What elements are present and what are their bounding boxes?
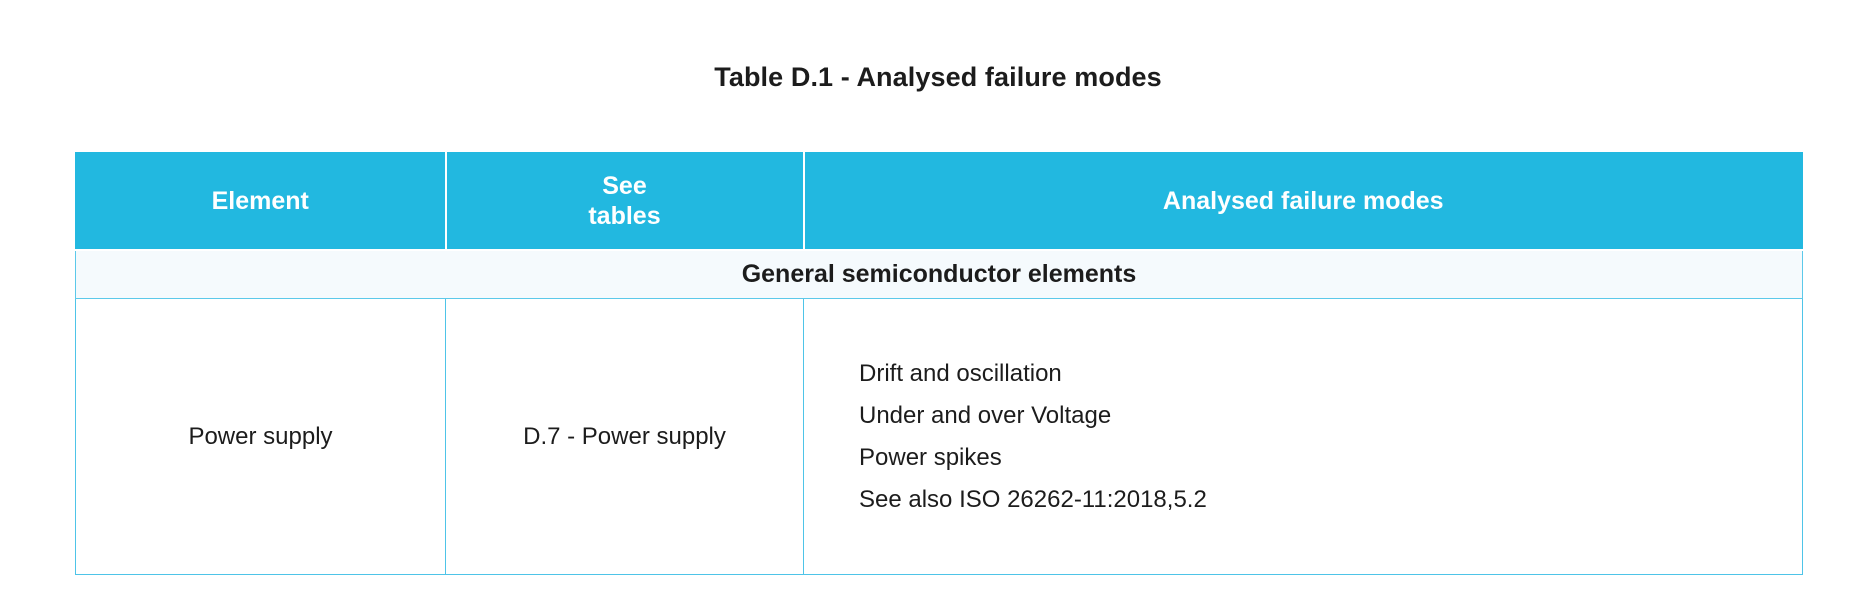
cell-element: Power supply — [75, 298, 446, 575]
table-header-row: Element See tables Analysed failure mode… — [75, 152, 1803, 251]
column-header-see-tables-line1: See — [602, 171, 647, 200]
column-header-see-tables-line2: tables — [588, 202, 661, 230]
column-header-analysed-failure-modes-label: Analysed failure modes — [1162, 186, 1444, 215]
table-row: Power supply D.7 - Power supply Drift an… — [75, 298, 1803, 575]
list-item: Under and over Voltage — [859, 401, 1112, 429]
list-item: Drift and oscillation — [859, 359, 1062, 387]
table-container: Element See tables Analysed failure mode… — [75, 152, 1803, 575]
column-header-see-tables: See tables — [444, 152, 804, 251]
list-item: See also ISO 26262-11:2018,5.2 — [859, 485, 1207, 513]
column-header-element-label: Element — [211, 186, 309, 215]
column-header-element: Element — [75, 152, 446, 251]
section-label-general-semiconductor-elements: General semiconductor elements — [75, 249, 1803, 299]
page-title: Table D.1 - Analysed failure modes — [714, 62, 1162, 92]
analysed-failure-modes-table: Element See tables Analysed failure mode… — [75, 152, 1803, 575]
table-section-row: General semiconductor elements — [75, 249, 1803, 299]
list-item: Power spikes — [859, 443, 1002, 471]
cell-analysed-failure-modes: Drift and oscillation Under and over Vol… — [803, 298, 1803, 575]
column-header-analysed-failure-modes: Analysed failure modes — [802, 152, 1803, 251]
cell-see-tables: D.7 - Power supply — [445, 298, 804, 575]
failure-mode-list: Drift and oscillation Under and over Vol… — [859, 353, 1802, 521]
